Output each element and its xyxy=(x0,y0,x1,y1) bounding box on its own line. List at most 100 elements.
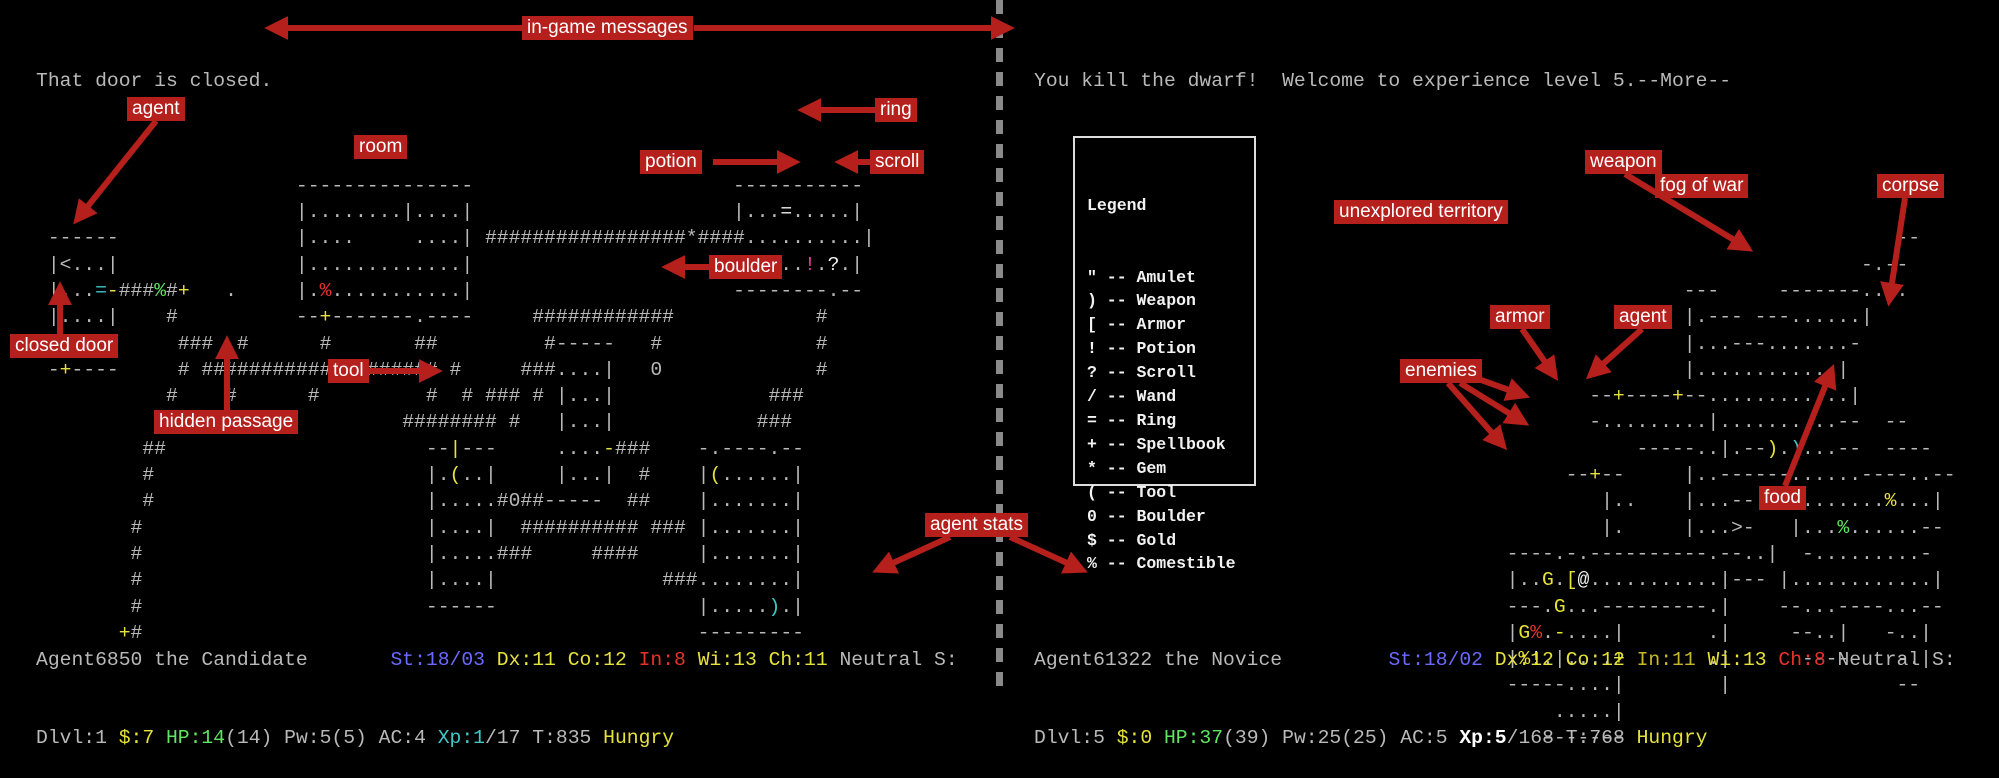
map-row: --+-- |..------......----..-- xyxy=(1034,462,1956,488)
arrow-stats-right xyxy=(1008,534,1088,574)
label-food: food xyxy=(1759,486,1806,510)
colored-glyph: Hungry xyxy=(1636,727,1708,750)
label-hidden-passage: hidden passage xyxy=(154,410,299,434)
map-row: |%!.|....+ .| ---- -.| xyxy=(1034,646,1956,672)
colored-glyph: G xyxy=(1553,595,1566,618)
annotation-arrows xyxy=(48,16,1908,574)
terminal-text xyxy=(1152,727,1164,749)
map-row: |....| # --+-------.---- ############ # xyxy=(36,304,875,330)
colored-glyph: Dx:11 xyxy=(496,648,556,671)
terminal-text: Neutral S: xyxy=(827,648,958,671)
colored-glyph: Wi:13 xyxy=(1707,648,1767,671)
terminal-text: -----..|.-- xyxy=(1034,437,1767,460)
colored-glyph: + xyxy=(1612,648,1625,671)
arrow-corpse xyxy=(1880,197,1908,307)
arrow-agent-left xyxy=(73,119,159,225)
terminal-text: ------ |.... ....| #################*###… xyxy=(36,227,875,250)
terminal-text: . xyxy=(1542,621,1554,644)
terminal-text: Agent6850 the Candidate xyxy=(36,648,391,671)
terminal-text: Dlvl:1 xyxy=(36,727,119,750)
colored-glyph: In:8 xyxy=(638,648,686,671)
colored-glyph: St:18/02 xyxy=(1388,648,1483,671)
map-row: |.--- ---......| xyxy=(1034,304,1956,330)
colored-glyph: - xyxy=(603,437,615,460)
colored-glyph: $:7 xyxy=(118,727,155,750)
terminal-text: -- |..------......----..-- xyxy=(1601,464,1956,487)
label-weapon: weapon xyxy=(1585,150,1662,174)
left-game-screen: That door is closed. --------------- ---… xyxy=(36,15,875,672)
label-fog-of-war: fog of war xyxy=(1655,174,1749,198)
colored-glyph: = xyxy=(780,201,793,224)
terminal-text: |....| # -- xyxy=(36,306,320,329)
terminal-text: |. |...>- |... xyxy=(1034,516,1838,539)
terminal-text: ---. xyxy=(1034,595,1554,618)
label-ring: ring xyxy=(875,98,917,122)
terminal-text: . xyxy=(815,253,828,276)
right-status-line-1: Agent61322 the Novice St:18/02 Dx:12 Co:… xyxy=(1034,647,1956,673)
label-agent-stats: agent stats xyxy=(925,513,1028,537)
terminal-text: - xyxy=(36,358,60,381)
terminal-text: ## -- xyxy=(36,437,450,460)
colored-glyph: ) xyxy=(1790,437,1802,460)
colored-glyph: - xyxy=(1553,621,1566,644)
label-potion: potion xyxy=(640,150,702,174)
terminal-text: .| ---- -.| xyxy=(1624,648,1932,671)
terminal-text: -- xyxy=(1034,385,1613,408)
legend-box: Legend " -- Amulet) -- Weapon[ -- Armor!… xyxy=(1073,136,1256,573)
colored-glyph: ) xyxy=(1766,437,1779,460)
colored-glyph: ( xyxy=(449,464,462,487)
legend-item: ! -- Potion xyxy=(1087,339,1196,359)
colored-glyph: + xyxy=(118,621,131,644)
arrow-weapon xyxy=(1623,171,1754,252)
terminal-text: (14) Pw:5(5) AC:4 xyxy=(225,727,438,750)
terminal-text: ...........|--- |............| xyxy=(1589,569,1944,592)
colored-glyph: - xyxy=(106,279,119,302)
colored-glyph: Wi:13 xyxy=(697,648,757,671)
arrow-armor xyxy=(1519,327,1559,381)
map-row: --------------- ----------- xyxy=(36,173,875,199)
label-agent-right: agent xyxy=(1614,305,1672,329)
label-tool: tool xyxy=(328,359,369,383)
terminal-text: ### xyxy=(118,279,155,302)
terminal-text: # ------ |..... xyxy=(36,595,769,618)
colored-glyph: ( xyxy=(709,464,722,487)
right-dungeon-map: -- -.-- --- -------.... xyxy=(1034,225,1956,751)
terminal-text: . |. xyxy=(189,279,320,302)
terminal-text: ....| .| --..| -..| xyxy=(1565,621,1932,644)
colored-glyph: % xyxy=(1518,648,1531,671)
terminal-text: .|.... xyxy=(1542,648,1613,671)
terminal-text: ---- # #################### # ###....| 0… xyxy=(71,358,828,381)
terminal-text: /17 T:835 xyxy=(485,727,604,750)
terminal-text xyxy=(154,727,166,749)
terminal-text: . xyxy=(1553,569,1566,592)
terminal-text: ...| xyxy=(1896,490,1944,513)
terminal-text: ### -.----.-- xyxy=(614,437,804,460)
colored-glyph: ) xyxy=(768,595,781,618)
map-row: # ------ |.....).| xyxy=(36,594,875,620)
label-in-game-messages: in-game messages xyxy=(522,16,693,40)
legend-item: $ -- Gold xyxy=(1087,530,1177,550)
terminal-text: # |.....#0##----- ## |.......| xyxy=(36,490,804,513)
label-enemies: enemies xyxy=(1400,359,1482,383)
terminal-text: # |....| ###........| xyxy=(36,569,804,592)
terminal-text: -------.---- ############ # xyxy=(331,306,828,329)
terminal-text: -- xyxy=(1034,464,1590,487)
map-row: -.........|..........-- -- xyxy=(1034,409,1956,435)
terminal-text: Agent61322 the Novice xyxy=(1034,648,1389,671)
terminal-text: ---- xyxy=(1624,385,1673,408)
terminal-text: ......| xyxy=(721,464,804,487)
legend-item: ( -- Tool xyxy=(1087,482,1177,502)
map-row: -----..|.--).)...-- ---- xyxy=(1034,436,1956,462)
colored-glyph: HP:37 xyxy=(1163,727,1224,750)
colored-glyph: % xyxy=(1530,621,1543,644)
legend-item: 0 -- Boulder xyxy=(1087,506,1206,526)
arrow-agent-right xyxy=(1585,326,1645,380)
terminal-text: .....| xyxy=(792,201,864,224)
colored-glyph: + xyxy=(1589,464,1602,487)
map-row: |...---.......- xyxy=(1034,331,1956,357)
legend-item: ? -- Scroll xyxy=(1087,363,1196,383)
left-status-line-2: Dlvl:1 $:7 HP:14(14) Pw:5(5) AC:4 Xp:1/1… xyxy=(36,725,958,751)
colored-glyph: $:0 xyxy=(1116,727,1153,750)
map-row: # |....| ########## ### |.......| xyxy=(36,515,875,541)
colored-glyph: ? xyxy=(827,253,840,276)
